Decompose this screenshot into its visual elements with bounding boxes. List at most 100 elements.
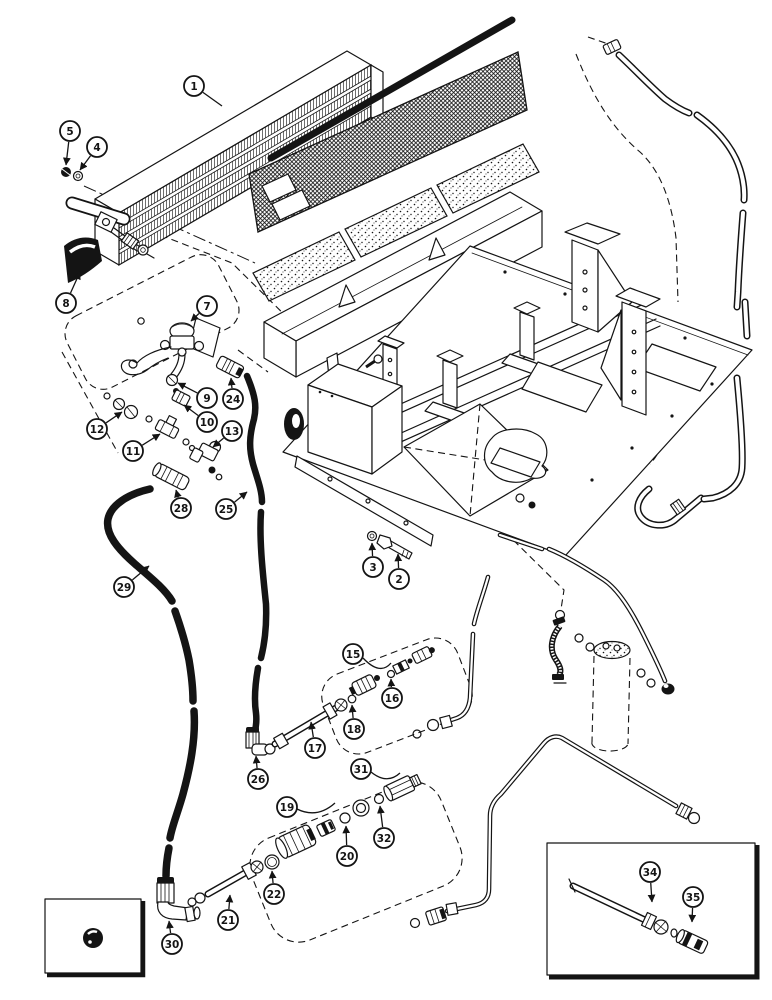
callout-28: 28 <box>170 489 192 519</box>
callout-leader <box>166 920 174 934</box>
quick-coupler-19 <box>275 824 317 859</box>
side-bracket <box>600 287 661 416</box>
callout-leader <box>348 704 357 719</box>
callout-circle <box>86 418 108 440</box>
evaporator-coil <box>65 50 384 267</box>
callout-circle <box>215 498 237 520</box>
coupler-fitting-28 <box>152 462 190 491</box>
callout-number: 20 <box>340 851 355 863</box>
callout-12: 12 <box>86 411 123 440</box>
callout-leader <box>177 382 198 394</box>
callout-number: 25 <box>219 504 234 516</box>
callout-leader <box>105 411 123 424</box>
callout-leader <box>362 657 392 670</box>
callout-number: 26 <box>251 774 266 786</box>
callout-9: 9 <box>177 382 218 409</box>
callout-leader <box>394 553 403 569</box>
callout-circle <box>639 861 661 883</box>
callout-number: 18 <box>347 724 362 736</box>
callout-leader <box>132 565 150 581</box>
phantom-region-31 <box>249 781 463 943</box>
mounting-nut-4 <box>72 170 84 182</box>
tall-bracket <box>564 222 633 333</box>
callout-number: 11 <box>126 446 141 458</box>
inset-box-grommet <box>44 898 146 978</box>
filter-screen <box>248 51 528 233</box>
callout-34: 34 <box>639 861 661 903</box>
callout-leader <box>79 155 91 171</box>
callout-circle <box>336 845 358 867</box>
tube-17 <box>271 698 348 750</box>
callout-circle <box>221 420 243 442</box>
right-drain-tube <box>700 298 751 503</box>
tube-b <box>409 734 701 929</box>
callout-32: 32 <box>373 805 395 849</box>
mounting-panel <box>282 222 753 557</box>
callout-number: 17 <box>308 743 323 755</box>
callout-circle <box>342 643 364 665</box>
fitting-35 <box>670 928 709 954</box>
callout-leader <box>647 882 656 903</box>
callout-1: 1 <box>183 75 223 107</box>
coupler-group-19 <box>275 773 422 859</box>
fitting-group-15 <box>348 646 435 696</box>
callout-leader <box>368 542 377 557</box>
callout-17: 17 <box>304 721 326 759</box>
tube-21 <box>187 860 264 907</box>
fitting-10 <box>171 388 191 407</box>
foam-filter-strips <box>252 143 540 302</box>
callout-number: 10 <box>200 417 215 429</box>
callout-number: 12 <box>90 424 105 436</box>
elbow-fitting-26 <box>245 727 276 756</box>
callout-20: 20 <box>336 825 358 867</box>
callout-number: 2 <box>395 574 402 586</box>
callout-circle <box>362 556 384 578</box>
callout-18: 18 <box>343 704 365 740</box>
callout-26: 26 <box>247 755 269 790</box>
tube-34 <box>568 878 669 935</box>
callout-leader <box>377 805 385 828</box>
elbow-fitting-30 <box>156 877 201 923</box>
callout-circle <box>161 933 183 955</box>
callout-circle <box>113 576 135 598</box>
sight-glass-fitting <box>94 211 118 233</box>
callout-leader <box>212 437 225 448</box>
callout-number: 24 <box>226 394 241 406</box>
callout-19: 19 <box>276 796 336 818</box>
expansion-valve-assembly <box>120 317 221 387</box>
hex-nut-3 <box>366 530 378 542</box>
callout-leader <box>234 491 248 503</box>
callout-leader <box>296 802 336 814</box>
callout-number: 34 <box>643 867 658 879</box>
callout-number: 15 <box>346 649 361 661</box>
callout-21: 21 <box>217 894 239 931</box>
callout-number: 35 <box>686 892 701 904</box>
cover-plate <box>521 361 603 413</box>
callout-16: 16 <box>381 678 403 709</box>
seal-strip <box>267 16 516 162</box>
tube-c <box>412 532 545 739</box>
blower-box <box>307 363 403 475</box>
callout-number: 28 <box>174 503 189 515</box>
elbow-fitting-13 <box>189 440 223 481</box>
callout-circle <box>196 387 218 409</box>
callout-35: 35 <box>682 886 704 923</box>
panel-rails <box>337 295 661 463</box>
o-ring-16 <box>386 669 396 679</box>
coil-tube-ferrule <box>120 232 140 250</box>
capillary-tube <box>120 346 172 376</box>
callout-15: 15 <box>342 643 392 670</box>
small-o-rings <box>574 633 656 688</box>
panel-bolt <box>365 354 383 369</box>
pigtail-hose <box>548 609 567 684</box>
callout-circle <box>276 796 298 818</box>
callout-leader <box>202 91 223 107</box>
bottom-rail <box>294 455 434 547</box>
insulation-pad <box>483 428 548 483</box>
top-right-hoses <box>602 39 748 311</box>
callout-30: 30 <box>161 920 183 955</box>
callout-leader <box>183 404 199 416</box>
callout-leader <box>688 907 697 923</box>
